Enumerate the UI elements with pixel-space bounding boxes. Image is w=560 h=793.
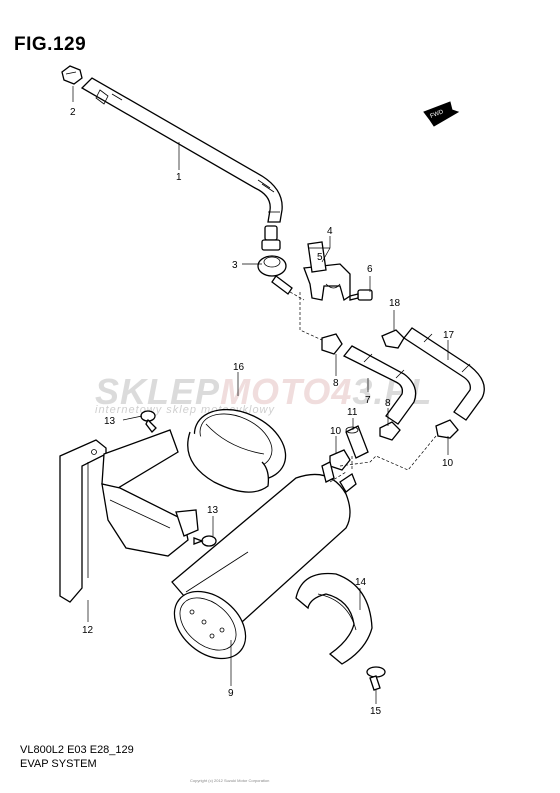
part-12-canister-bracket[interactable] [59,429,199,603]
callout-11: 11 [347,407,358,418]
part-8-hose-clamp-upper[interactable] [321,333,343,355]
part-16-canister-cover[interactable] [183,396,297,495]
routing-line-1 [299,292,323,341]
figure-title: FIG.129 [14,34,87,55]
callout-3: 3 [232,260,238,271]
part-2-hose-clamp[interactable] [61,65,83,85]
part-10-hose-clamp-right[interactable] [435,419,459,439]
callout-4: 4 [327,226,333,237]
callout-12: 12 [82,625,94,636]
part-18-hose-clamp[interactable] [381,329,405,349]
part-7-hose[interactable] [342,345,417,425]
routing-line-3 [339,435,437,471]
routing-line-5 [329,471,347,483]
model-code: VL800L2 E03 E28_129 [20,744,134,756]
part-10-hose-clamp-center[interactable] [329,449,351,471]
callout-16: 16 [233,362,245,373]
part-14-canister-clamp[interactable] [295,572,373,665]
part-17-hose[interactable] [403,327,485,421]
watermark-brand-part1: SKLEP [95,371,221,412]
part-3-hose-joint[interactable] [257,225,293,295]
callout-13-upper: 13 [104,416,116,427]
part-9-evap-canister[interactable] [161,461,357,672]
part-11-joint-hose[interactable] [345,425,369,459]
callout-8-upper: 8 [333,378,339,389]
callout-1: 1 [176,172,182,183]
routing-line-2 [289,291,305,301]
part-4-bracket[interactable] [303,241,351,302]
part-13-screw-upper[interactable] [140,410,157,433]
callout-13-lower: 13 [207,505,219,516]
fwd-direction-badge: FWD [423,101,460,127]
callout-15: 15 [370,706,382,717]
copyright-footer: Copyright (c) 2012 Suzuki Motor Corporat… [190,778,270,783]
system-name: EVAP SYSTEM [20,758,97,770]
watermark-brand-part2: MOTO4 [220,371,353,412]
callout-14: 14 [355,577,367,588]
watermark-logo: SKLEPMOTO43.PL [95,371,432,413]
part-13-screw-lower[interactable] [193,535,217,547]
part-6-bolt[interactable] [349,289,373,301]
callout-9: 9 [228,688,234,699]
callout-6: 6 [367,264,373,275]
callout-10-right: 10 [442,458,454,469]
fwd-badge-text: FWD [430,109,446,120]
callout-18: 18 [389,298,401,309]
part-1-breather-hose[interactable] [80,77,283,223]
leader-13-upper [122,415,143,421]
part-15-screw[interactable] [366,666,386,691]
leader-4-5 [308,236,331,263]
callout-10-center: 10 [330,426,342,437]
callout-2: 2 [70,107,76,118]
callout-8-lower: 8 [385,398,391,409]
part-8-hose-clamp-lower[interactable] [379,421,401,441]
callout-5: 5 [317,252,323,263]
callout-7: 7 [365,395,371,406]
callout-17: 17 [443,330,455,341]
